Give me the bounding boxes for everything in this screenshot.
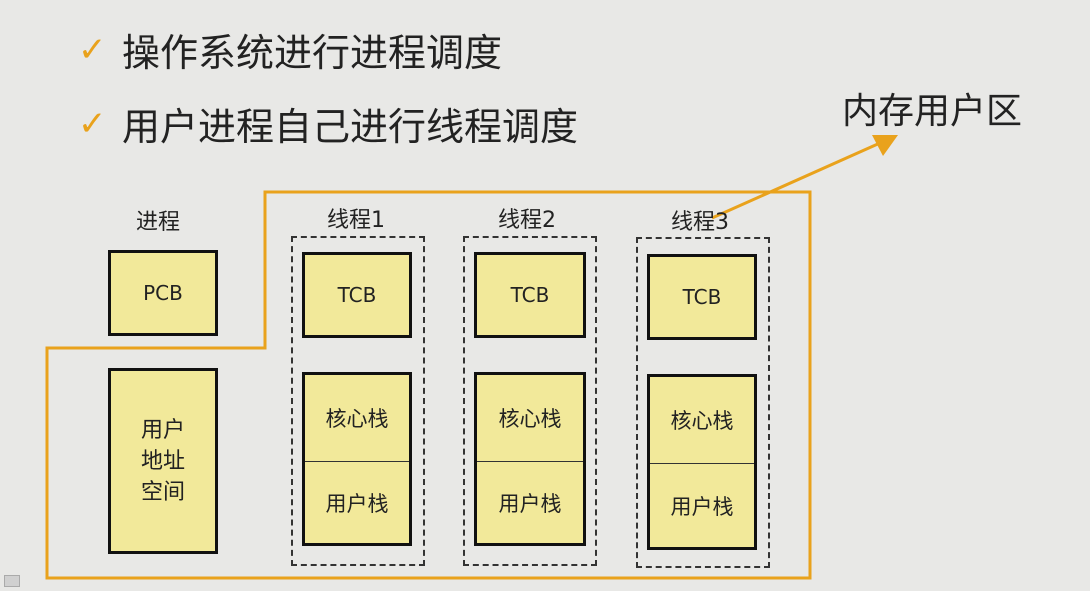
tcb-box: TCB xyxy=(302,252,412,338)
tcb-box: TCB xyxy=(474,252,586,338)
user-stack-label: 用户栈 xyxy=(670,494,734,519)
tcb-label: TCB xyxy=(510,283,550,307)
tcb-label: TCB xyxy=(337,283,377,307)
stack-divider xyxy=(305,461,409,462)
address-space-line: 空间 xyxy=(140,479,185,505)
stack-divider xyxy=(477,461,583,462)
bullet-item: ✓ 操作系统进行进程调度 xyxy=(78,22,502,77)
thread-frame xyxy=(463,236,597,566)
check-icon: ✓ xyxy=(78,103,107,144)
memory-user-area-label: 内存用户区 xyxy=(842,91,1023,132)
stack-box: 核心栈 用户栈 xyxy=(647,374,757,550)
address-space-line: 地址 xyxy=(140,448,185,474)
thread-label: 线程3 xyxy=(671,210,729,235)
pcb-box: PCB xyxy=(108,250,218,336)
stack-box: 核心栈 用户栈 xyxy=(474,372,586,546)
pcb-label: PCB xyxy=(143,281,183,305)
thread-frame xyxy=(291,236,425,566)
presentation-toolbar-icon[interactable] xyxy=(4,575,20,587)
thread-label: 线程2 xyxy=(498,208,556,233)
bullet-text: 操作系统进行进程调度 xyxy=(122,31,503,75)
thread-frame xyxy=(636,237,770,568)
kernel-stack-label: 核心栈 xyxy=(325,407,389,431)
tcb-label: TCB xyxy=(682,285,722,309)
tcb-box: TCB xyxy=(647,254,757,340)
thread-label: 线程1 xyxy=(327,208,385,233)
address-space-line: 用户 xyxy=(140,417,185,443)
bullet-item: ✓ 用户进程自己进行线程调度 xyxy=(78,96,578,151)
check-icon: ✓ xyxy=(78,29,107,70)
kernel-stack-label: 核心栈 xyxy=(498,407,562,431)
user-stack-label: 用户栈 xyxy=(325,491,389,516)
user-address-space-box: 用户 地址 空间 xyxy=(108,368,218,554)
stack-box: 核心栈 用户栈 xyxy=(302,372,412,546)
arrow-icon xyxy=(711,135,898,220)
process-label: 进程 xyxy=(136,210,181,235)
kernel-stack-label: 核心栈 xyxy=(670,409,734,433)
user-stack-label: 用户栈 xyxy=(498,491,562,516)
stack-divider xyxy=(650,463,754,464)
bullet-text: 用户进程自己进行线程调度 xyxy=(122,105,579,149)
